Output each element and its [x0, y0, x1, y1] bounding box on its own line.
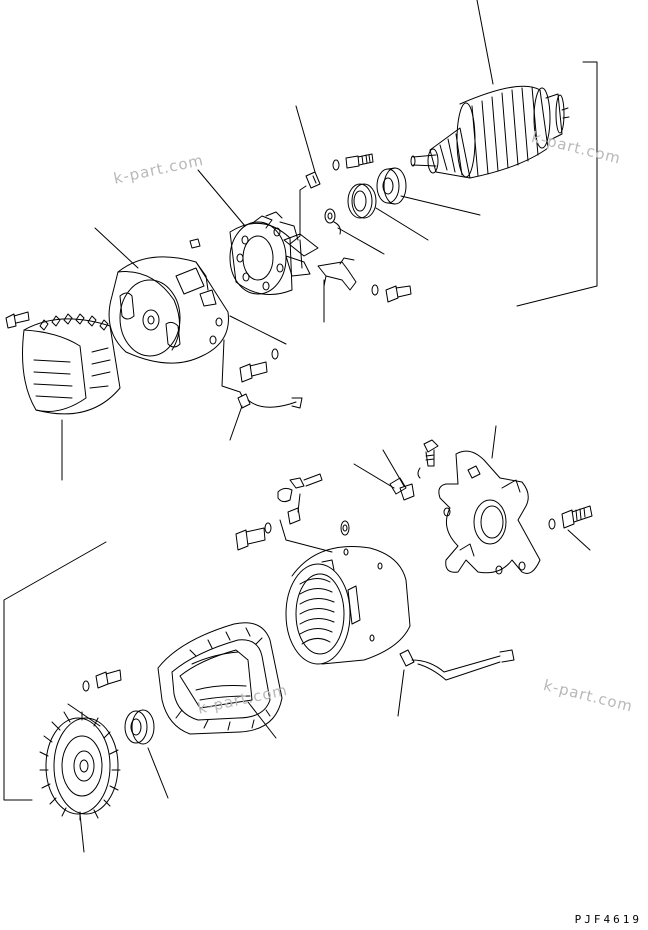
rear-cover [108, 256, 229, 364]
bolt-terminal [371, 284, 412, 303]
drawing-code-label: PJF4619 [574, 913, 642, 926]
slotted-band [22, 313, 121, 415]
bolt-vertical [417, 439, 439, 479]
lead-wire-lower [399, 649, 515, 681]
brush-holder [229, 211, 319, 295]
bolt-cover-upper [239, 348, 279, 383]
bolt-drive-end [548, 505, 593, 530]
pin-small [189, 238, 201, 249]
terminal-clips-lower [277, 473, 415, 525]
bolt-fan [82, 669, 122, 692]
leader-lines-lower [3, 425, 591, 853]
bearing-upper [376, 167, 407, 205]
armature-rotor [410, 85, 570, 179]
ring-lower [340, 520, 350, 536]
leader-lines-upper [61, 0, 598, 481]
seal-ring [347, 183, 377, 219]
bolt-yoke [235, 522, 272, 551]
cooling-fan [39, 711, 121, 821]
bolt-left-upper [5, 311, 30, 329]
field-coil [157, 622, 283, 735]
bearing-lower [124, 709, 155, 745]
drive-end-frame [438, 450, 541, 575]
bolt-small-upper [332, 153, 374, 171]
terminal-clip [305, 171, 321, 189]
lead-wire-upper [237, 391, 303, 409]
yoke-field-frame [285, 546, 411, 665]
snap-ring-upper [324, 208, 341, 235]
